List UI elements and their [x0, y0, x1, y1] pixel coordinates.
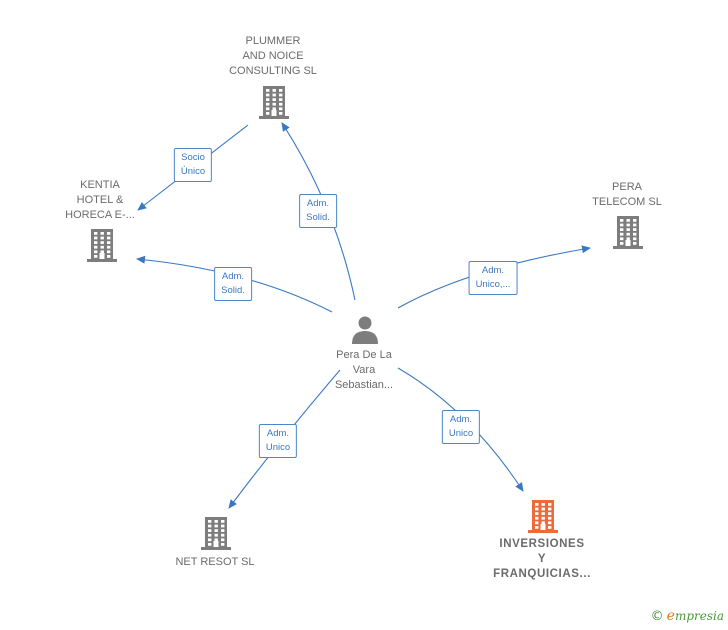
- label-line: TELECOM SL: [592, 196, 662, 208]
- brand-name: mpresia: [674, 609, 724, 623]
- label-line: Solid.: [221, 285, 245, 296]
- node-label-plummer[interactable]: PLUMMER AND NOICE CONSULTING SL: [229, 34, 317, 79]
- edge-label-person-kentia: Adm. Solid.: [214, 267, 252, 301]
- label-line: Adm.: [449, 414, 473, 425]
- node-label-net-resot[interactable]: NET RESOT SL: [175, 555, 254, 570]
- label-line: Adm.: [306, 198, 330, 209]
- label-line: Unico: [265, 442, 291, 453]
- edge-label-person-pera-telecom: Adm. Unico,...: [468, 261, 518, 295]
- edge-label-person-plummer: Adm. Solid.: [299, 194, 337, 228]
- label-line: Sebastian...: [334, 379, 394, 391]
- label-line: Unico,...: [475, 279, 511, 290]
- label-line: HORECA E-...: [65, 209, 135, 221]
- brand-initial: e: [666, 608, 675, 624]
- person-icon[interactable]: [352, 316, 378, 345]
- copyright-icon: ©: [650, 609, 664, 624]
- node-label-pera-telecom[interactable]: PERA TELECOM SL: [592, 180, 662, 210]
- label-line: Unico: [448, 428, 474, 439]
- label-line: PLUMMER: [245, 35, 301, 47]
- building-icon-inversiones[interactable]: [528, 500, 558, 533]
- building-icon-plummer[interactable]: [259, 86, 289, 119]
- label-line: HOTEL &: [76, 194, 124, 206]
- label-line: Y: [537, 553, 547, 565]
- label-line: Adm.: [221, 271, 245, 282]
- edge-label-person-inversiones: Adm. Unico: [441, 410, 481, 444]
- label-line: INVERSIONES: [499, 538, 585, 550]
- label-line: Socio: [181, 152, 205, 163]
- building-icon-net-resot[interactable]: [201, 517, 231, 550]
- label-line: Adm.: [481, 265, 505, 276]
- label-line: Adm.: [266, 428, 290, 439]
- brand-footer[interactable]: ©empresia: [651, 608, 724, 624]
- label-line: PERA: [612, 181, 642, 193]
- node-label-kentia[interactable]: KENTIA HOTEL & HORECA E-...: [65, 178, 135, 223]
- label-line: Vara: [352, 364, 376, 376]
- label-line: CONSULTING SL: [229, 65, 317, 77]
- building-icon-kentia[interactable]: [87, 229, 117, 262]
- label-line: AND NOICE: [242, 50, 304, 62]
- label-line: FRANQUICIAS...: [493, 568, 591, 580]
- label-line: Pera De La: [336, 349, 392, 361]
- label-line: Único: [180, 166, 206, 177]
- icons-layer: [87, 86, 643, 550]
- label-line: Solid.: [306, 212, 330, 223]
- edge-label-person-net-resot: Adm. Unico: [258, 424, 298, 458]
- building-icon-pera-telecom[interactable]: [613, 216, 643, 249]
- label-line: KENTIA: [80, 179, 120, 191]
- label-line: NET RESOT SL: [175, 556, 255, 568]
- node-label-inversiones[interactable]: INVERSIONES Y FRANQUICIAS...: [493, 537, 591, 582]
